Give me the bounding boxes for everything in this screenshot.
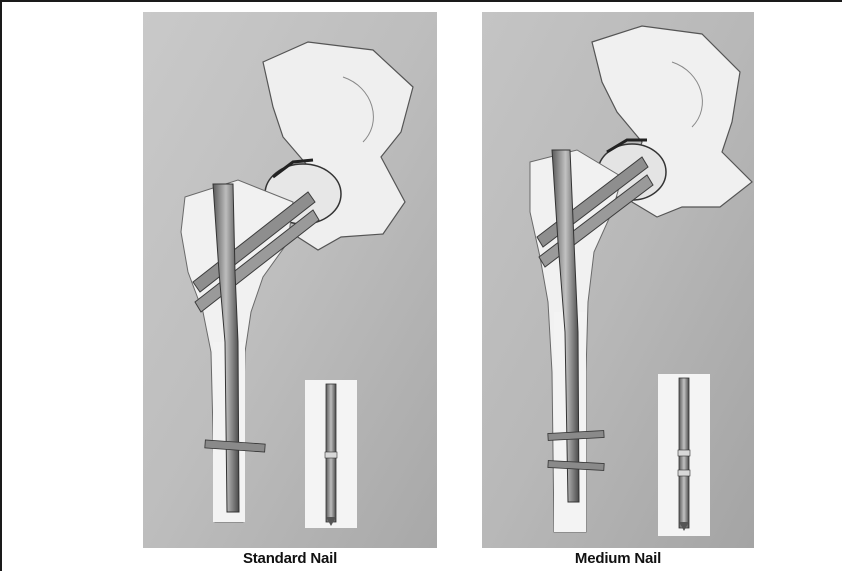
standard-nail-caption: Standard Nail — [143, 550, 437, 567]
medium-nail-caption: Medium Nail — [482, 550, 754, 567]
medium-nail-photo — [482, 12, 754, 548]
standard-nail-photo — [143, 12, 437, 548]
